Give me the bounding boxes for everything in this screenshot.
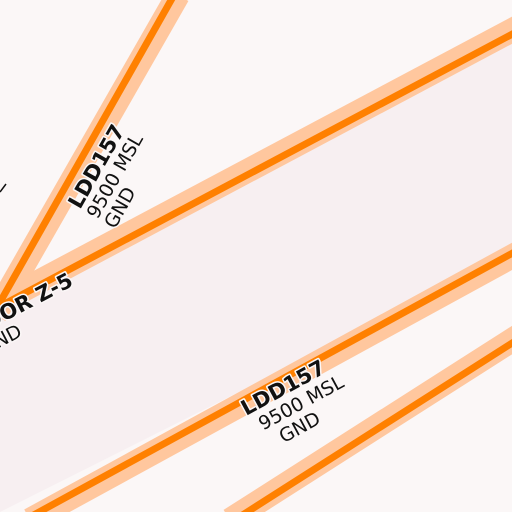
- corridor-area: [0, 30, 512, 512]
- boundary-bottom-right-edge: [240, 338, 512, 512]
- halo-upper-corridor-edge: [0, 16, 512, 316]
- boundary-lower-corridor-edge: [31, 249, 512, 512]
- offscreen-label-fragment: [0, 183, 7, 193]
- boundary-steep-line: [0, 0, 176, 310]
- boundary-upper-corridor-edge: [0, 30, 512, 311]
